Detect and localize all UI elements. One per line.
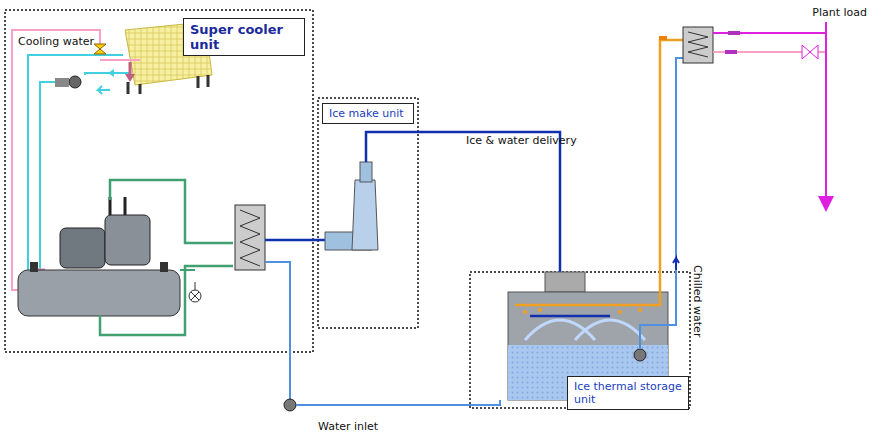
unit-label-box: Ice thermal storage unit: [567, 376, 689, 410]
pipe-label: Water inlet: [318, 420, 378, 433]
pipe-label: Ice & water delivery: [466, 134, 577, 147]
unit-label-box: Super cooler unit: [183, 18, 305, 56]
unit-label-box: Ice make unit: [322, 103, 414, 124]
unit-name: Ice thermal storage unit: [574, 380, 682, 406]
unit-name: Super cooler unit: [190, 22, 298, 52]
pipe-label: Chilled water: [691, 265, 704, 337]
unit-name: Ice make unit: [329, 107, 407, 120]
pipe-label: Plant load: [812, 6, 867, 19]
pipe-label: Cooling water: [18, 35, 94, 48]
